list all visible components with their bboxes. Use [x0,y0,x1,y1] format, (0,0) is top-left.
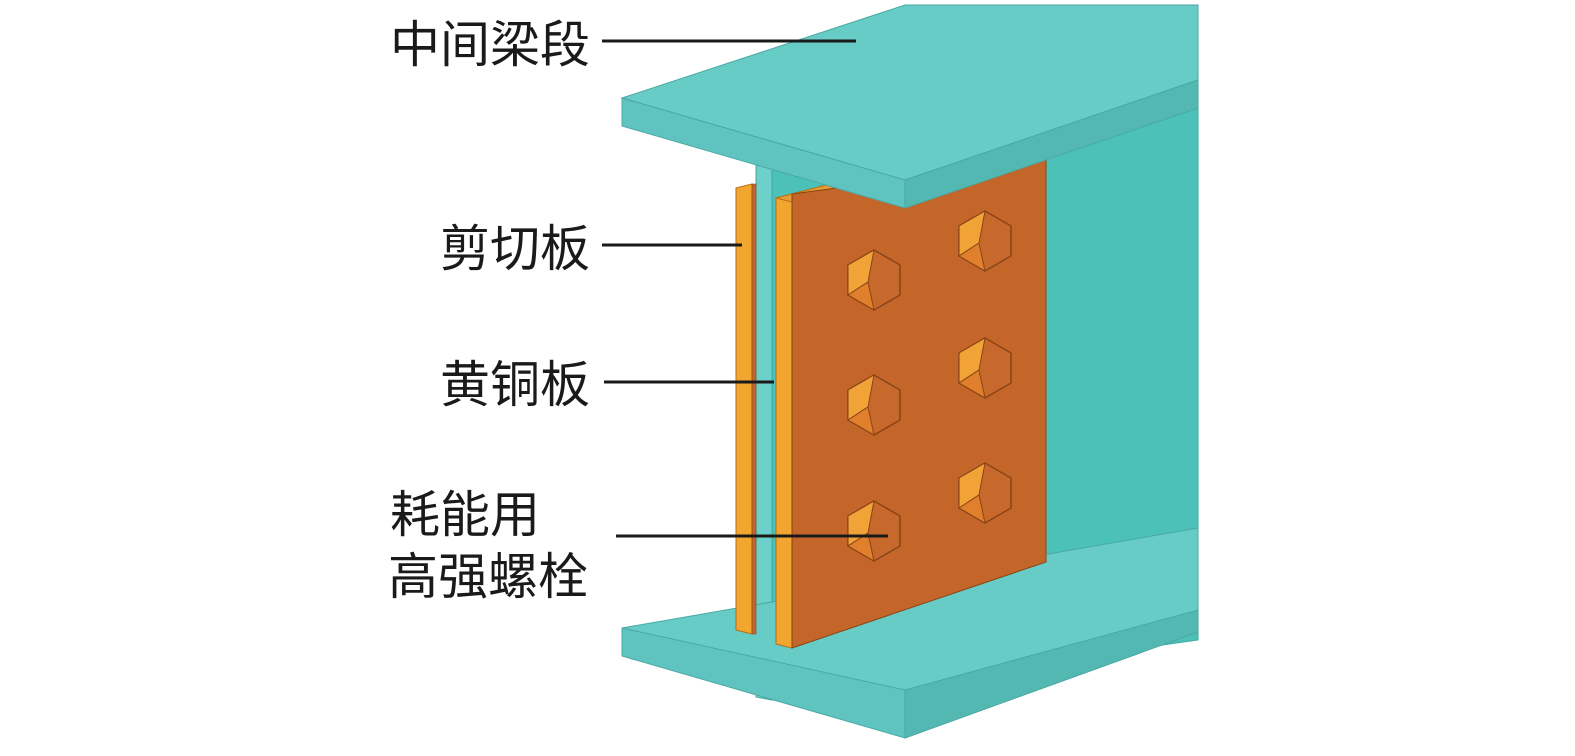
bolt-head [847,249,901,311]
shear-plate-edge [775,193,793,649]
bolt-head [958,210,1012,272]
bolt-group [847,210,1012,562]
bolt-head [847,374,901,436]
beam-segment-label: 中间梁段 [390,16,590,74]
bolt-head [958,462,1012,524]
bolt-head [958,337,1012,399]
bolt-facet [847,281,875,311]
bolt-facet [958,494,986,524]
shear-plate-label: 剪切板 [440,220,590,278]
brass-plate-label: 黄铜板 [440,356,590,414]
bolts-label-line2: 高强螺栓 [388,548,588,606]
bolt-facet [958,369,986,399]
left-shear-plate-side [751,183,757,635]
top-flange-side-face [904,79,1199,209]
left-shear-plate-edge [735,183,753,635]
bolt-facet [847,406,875,436]
bottom-flange-side-face [904,609,1199,739]
bolt-facet [847,532,875,562]
bolt-facet [958,242,986,272]
bolts-label: 耗能用 高强螺栓 [350,484,600,608]
bolts-label-line1: 耗能用 [390,486,540,544]
